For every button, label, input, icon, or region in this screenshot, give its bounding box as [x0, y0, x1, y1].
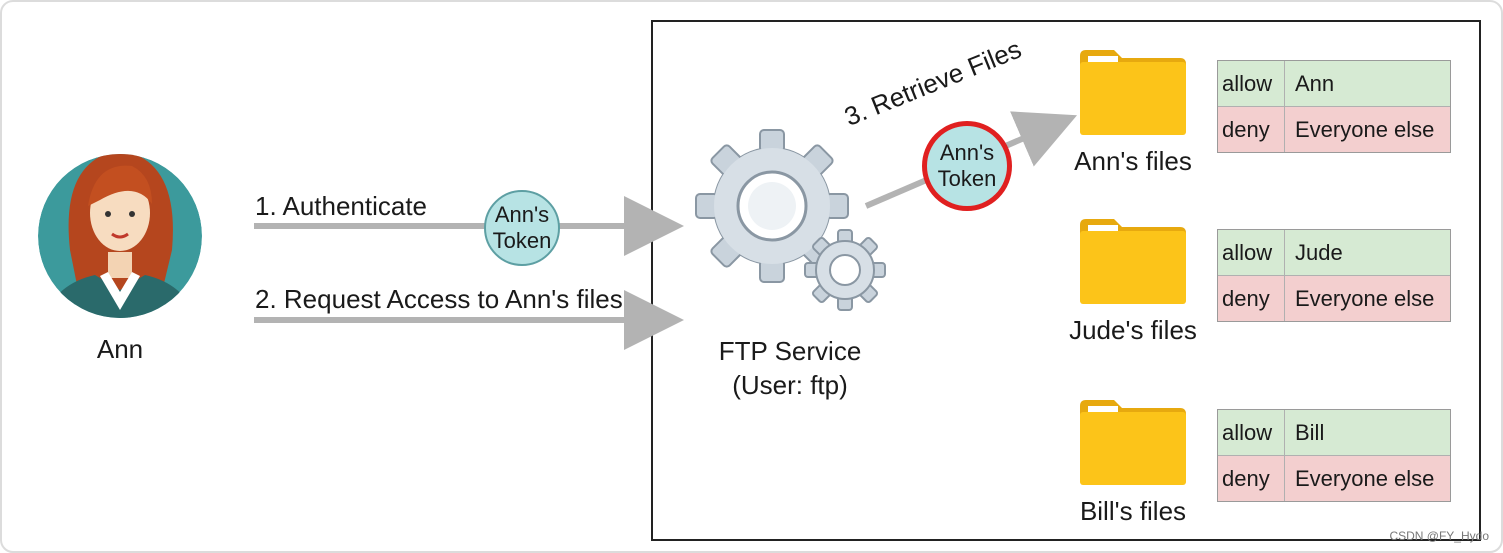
acl-row-deny: deny Everyone else [1218, 106, 1450, 152]
user-name-label: Ann [96, 334, 144, 364]
acl-verb: deny [1218, 276, 1285, 321]
acl-row-allow: allow Bill [1218, 410, 1450, 455]
token-line2: Token [937, 166, 997, 191]
acl-principal: Ann [1295, 70, 1335, 96]
acl-table-bill: allow Bill deny Everyone else [1217, 409, 1451, 502]
step-authenticate-label: 1. Authenticate [255, 191, 428, 221]
service-name: FTP Service [718, 336, 862, 366]
folder-label-ann: Ann's files [1074, 146, 1192, 176]
acl-row-deny: deny Everyone else [1218, 275, 1450, 321]
acl-principal: Everyone else [1295, 465, 1435, 491]
acl-principal: Everyone else [1295, 116, 1435, 142]
acl-row-allow: allow Ann [1218, 61, 1450, 106]
token-line1: Ann's [494, 202, 550, 227]
acl-table-ann: allow Ann deny Everyone else [1217, 60, 1451, 153]
acl-verb: deny [1218, 107, 1285, 152]
large-gear-icon [695, 129, 849, 283]
ftp-service-label: FTP Service (User: ftp) [690, 334, 890, 402]
folder-label-bill: Bill's files [1079, 496, 1187, 526]
folder-label-jude: Jude's files [1069, 315, 1197, 345]
acl-principal: Jude [1295, 239, 1343, 265]
acl-verb: deny [1218, 456, 1285, 501]
acl-verb: allow [1218, 230, 1285, 275]
service-user: (User: ftp) [732, 370, 848, 400]
folder-icon [1080, 400, 1186, 485]
folder-icon [1080, 219, 1186, 304]
token-line2: Token [492, 228, 552, 253]
acl-verb: allow [1218, 61, 1285, 106]
ftp-service-boundary [651, 20, 1481, 541]
acl-principal: Bill [1295, 419, 1325, 445]
token-line1: Ann's [939, 140, 995, 165]
small-gear-icon [804, 229, 886, 311]
step-request-access-label: 2. Request Access to Ann's files [255, 284, 623, 314]
acl-verb: allow [1218, 410, 1285, 455]
ann-token-badge: Ann's Token [484, 190, 560, 266]
acl-principal: Everyone else [1295, 285, 1435, 311]
acl-row-allow: allow Jude [1218, 230, 1450, 275]
acl-table-jude: allow Jude deny Everyone else [1217, 229, 1451, 322]
ann-avatar-icon [38, 154, 202, 318]
acl-row-deny: deny Everyone else [1218, 455, 1450, 501]
folder-icon [1080, 50, 1186, 135]
watermark-text: CSDN @FY_Hydo [1389, 529, 1489, 543]
ann-token-highlighted-badge: Ann's Token [922, 121, 1012, 211]
